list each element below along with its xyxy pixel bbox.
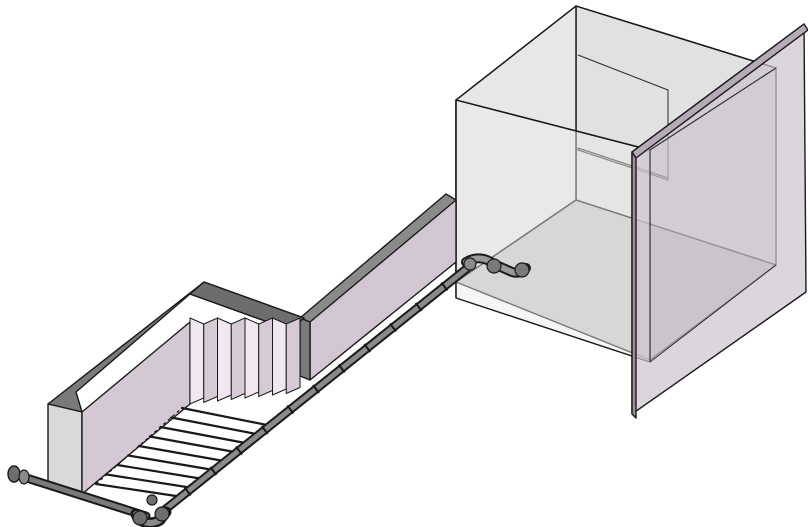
rung	[105, 473, 190, 489]
pipe	[9, 261, 475, 521]
flange-icon	[154, 506, 170, 522]
pipe-elbow-lower	[130, 494, 172, 527]
pipe-end-flange	[7, 465, 30, 485]
flange-icon	[146, 494, 158, 506]
pipe-joint	[260, 425, 269, 435]
baffle-panel	[189, 317, 205, 405]
flange-icon	[18, 469, 30, 485]
pipe-lower-run-highlight	[11, 471, 149, 519]
pipe-joint	[337, 363, 346, 374]
flange-icon	[514, 262, 530, 278]
pipe-joint	[414, 302, 423, 312]
rung	[180, 406, 274, 428]
tank-edge	[649, 67, 777, 151]
flange-icon	[7, 465, 21, 483]
baffle-panel	[217, 317, 232, 402]
pipe-joint	[183, 486, 192, 497]
back-plate	[631, 23, 808, 419]
baffle-panel	[230, 317, 246, 401]
pipe-joint	[389, 322, 397, 333]
basin-back-roof	[189, 281, 305, 331]
pipe-joint	[209, 466, 218, 476]
rung	[94, 482, 178, 498]
pipe-joint	[440, 281, 449, 292]
rung	[170, 416, 262, 436]
pipe-joint	[363, 343, 372, 353]
rung	[148, 435, 238, 454]
pipe-joint	[312, 384, 320, 394]
grid-rail	[95, 407, 183, 485]
baffle-panel	[285, 317, 301, 395]
long-channel-wall	[299, 193, 457, 381]
baffle-panels	[189, 317, 301, 405]
baffle-panel	[244, 317, 260, 399]
pipe-elbow-upper	[461, 253, 531, 278]
channel-wall-end	[299, 317, 311, 381]
flange-icon	[132, 510, 148, 526]
baffle-panel	[203, 317, 218, 404]
flange-icon	[463, 257, 477, 271]
pipe-joint	[286, 404, 295, 415]
rung	[159, 425, 250, 445]
channel-wall-face	[309, 195, 457, 381]
rung	[127, 454, 214, 471]
basin-wall-end	[47, 403, 83, 495]
flange-icon	[486, 258, 502, 274]
pipe-joint	[235, 445, 243, 456]
tank-edge	[649, 264, 777, 363]
baffle-panel	[258, 317, 273, 398]
rung	[116, 463, 202, 480]
rung	[137, 444, 226, 463]
baffle-panel	[272, 317, 287, 396]
back-plate-side	[631, 151, 637, 419]
